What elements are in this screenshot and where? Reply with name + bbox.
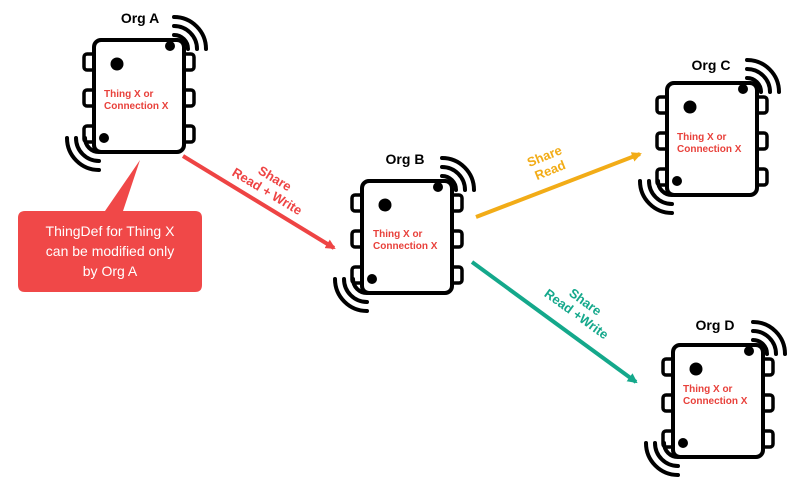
- org-a-node: Org A Thing X or Connection X: [65, 10, 208, 172]
- arrow-org-a-to-org-b: [181, 154, 336, 250]
- chip-label-line: Thing X or: [373, 229, 423, 240]
- callout-bubble: [18, 160, 202, 292]
- callout-line: can be modified only: [46, 243, 174, 259]
- org-c-node: Org C Thing X or Connection X: [638, 57, 781, 215]
- callout-line: by Org A: [83, 263, 138, 279]
- arrow-label-b-to-c: Share Read: [525, 142, 568, 183]
- chip-label-line: Thing X or: [683, 384, 733, 395]
- callout-line: ThingDef for Thing X: [46, 223, 176, 239]
- chip-label-line: Connection X: [683, 396, 748, 407]
- chip-label-line: Thing X or: [104, 89, 154, 100]
- org-label: Org C: [692, 57, 731, 73]
- arrow-label-b-to-d: Share Read +Write: [542, 285, 612, 342]
- chip-label-line: Thing X or: [677, 132, 727, 143]
- ownership-callout: ThingDef for Thing X can be modified onl…: [18, 160, 202, 292]
- arrow-org-b-to-org-d: [470, 260, 638, 384]
- org-label: Org B: [386, 151, 425, 167]
- org-d-node: Org D Thing X or Connection X: [644, 317, 787, 477]
- chip-label-line: Connection X: [104, 101, 169, 112]
- chip-label-line: Connection X: [677, 144, 742, 155]
- chip-label-line: Connection X: [373, 241, 438, 252]
- org-label: Org D: [696, 317, 735, 333]
- arrow-org-b-to-org-c: [475, 152, 642, 219]
- org-label: Org A: [121, 10, 159, 26]
- org-b-node: Org B Thing X or Connection X: [333, 151, 476, 313]
